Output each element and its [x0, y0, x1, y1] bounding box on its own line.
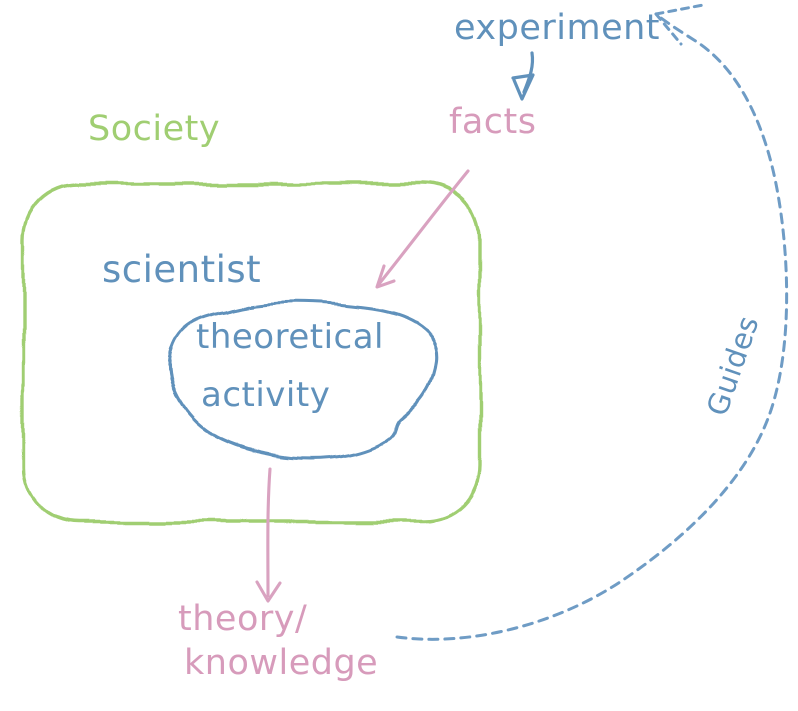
label-society: Society [88, 109, 221, 149]
label-scientist: scientist [102, 248, 262, 291]
theoretical-activity-blob [167, 301, 439, 460]
label-facts: facts [449, 102, 537, 142]
label-theory-knowledge-line2: knowledge [184, 643, 379, 683]
label-theoretical-activity-line1: theoretical [196, 317, 385, 357]
arrowhead-down-icon [255, 580, 282, 603]
theory-to-experiment-guides-curve [395, 3, 789, 641]
arrowhead-upleft-icon [654, 12, 683, 46]
label-theoretical-activity-line2: activity [201, 375, 331, 415]
theoretical-activity-to-theory-arrow [255, 467, 282, 603]
arrowhead-upleft-icon [654, 3, 705, 16]
arrowhead-downleft-icon [375, 264, 396, 289]
society-boundary-blob [22, 182, 482, 524]
arrowhead-down-icon [511, 73, 535, 101]
label-experiment: experiment [454, 8, 661, 48]
facts-to-theoretical-activity-arrow [375, 169, 470, 289]
label-theory-knowledge-line1: theory/ [178, 599, 308, 639]
experiment-to-facts-arrow [511, 51, 535, 101]
